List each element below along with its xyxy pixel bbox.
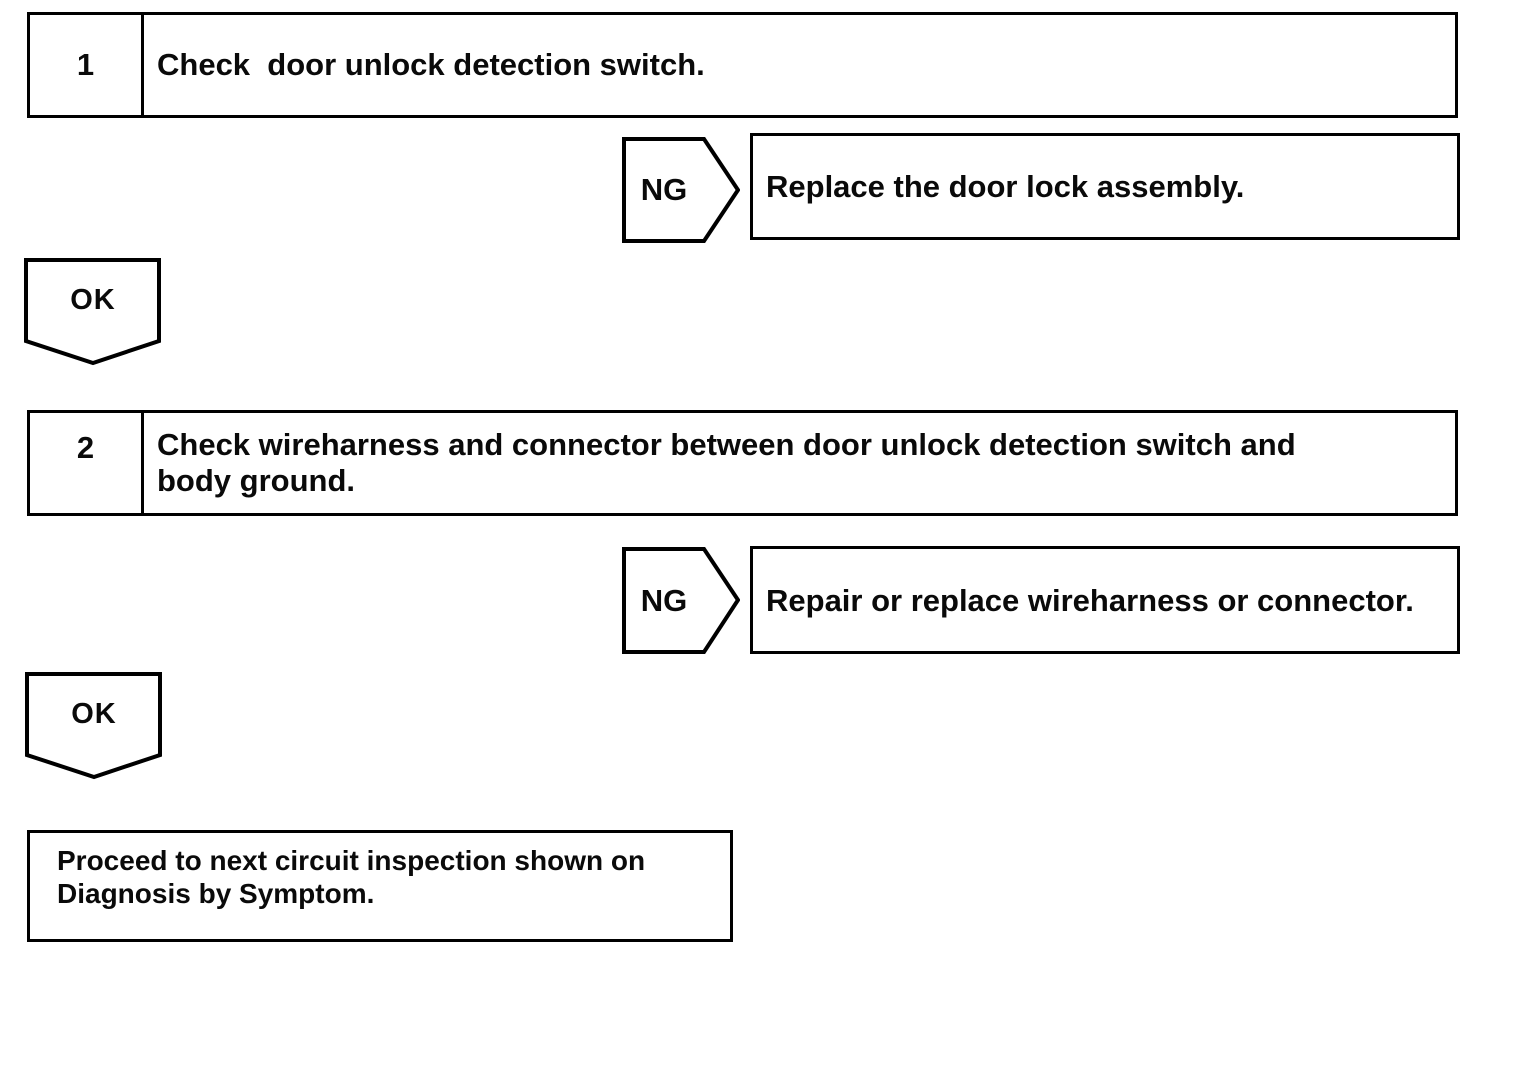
step-2-ng-connector: NG [622, 547, 740, 654]
step-1-box: 1 Check door unlock detection switch. [27, 12, 1458, 118]
terminal-text: Proceed to next circuit inspection shown… [57, 845, 646, 909]
ok-down-arrow-pentagon-icon [24, 258, 161, 366]
step-1-instruction-cell: Check door unlock detection switch. [144, 15, 1455, 115]
step-1-ng-label: NG [640, 172, 688, 207]
step-1-ok-connector: OK [24, 258, 162, 366]
step-1-number: 1 [30, 15, 144, 115]
step-2-ng-result-box: Repair or replace wireharness or connect… [750, 546, 1460, 654]
step-1-ng-result: Replace the door lock assembly. [766, 169, 1245, 204]
step-2-ok-connector: OK [25, 672, 163, 780]
terminal-box: Proceed to next circuit inspection shown… [27, 830, 733, 942]
step-2-ng-label: NG [640, 582, 688, 618]
ng-arrow-pentagon-icon [622, 547, 740, 654]
step-2-instruction-cell: Check wireharness and connector between … [144, 413, 1455, 513]
step-2-ok-label: OK [71, 697, 117, 730]
ok-down-arrow-pentagon-icon [25, 672, 162, 780]
step-2-box: 2 Check wireharness and connector betwee… [27, 410, 1458, 516]
ng-arrow-pentagon-icon [622, 137, 740, 243]
step-1-ng-result-box: Replace the door lock assembly. [750, 133, 1460, 240]
step-1-instruction: Check door unlock detection switch. [157, 47, 705, 82]
step-2-number: 2 [30, 413, 144, 513]
step-1-ok-label: OK [70, 283, 116, 316]
step-2-instruction: Check wireharness and connector between … [157, 427, 1305, 498]
step-2-ng-result: Repair or replace wireharness or connect… [766, 582, 1414, 618]
step-1-ng-connector: NG [622, 137, 740, 243]
